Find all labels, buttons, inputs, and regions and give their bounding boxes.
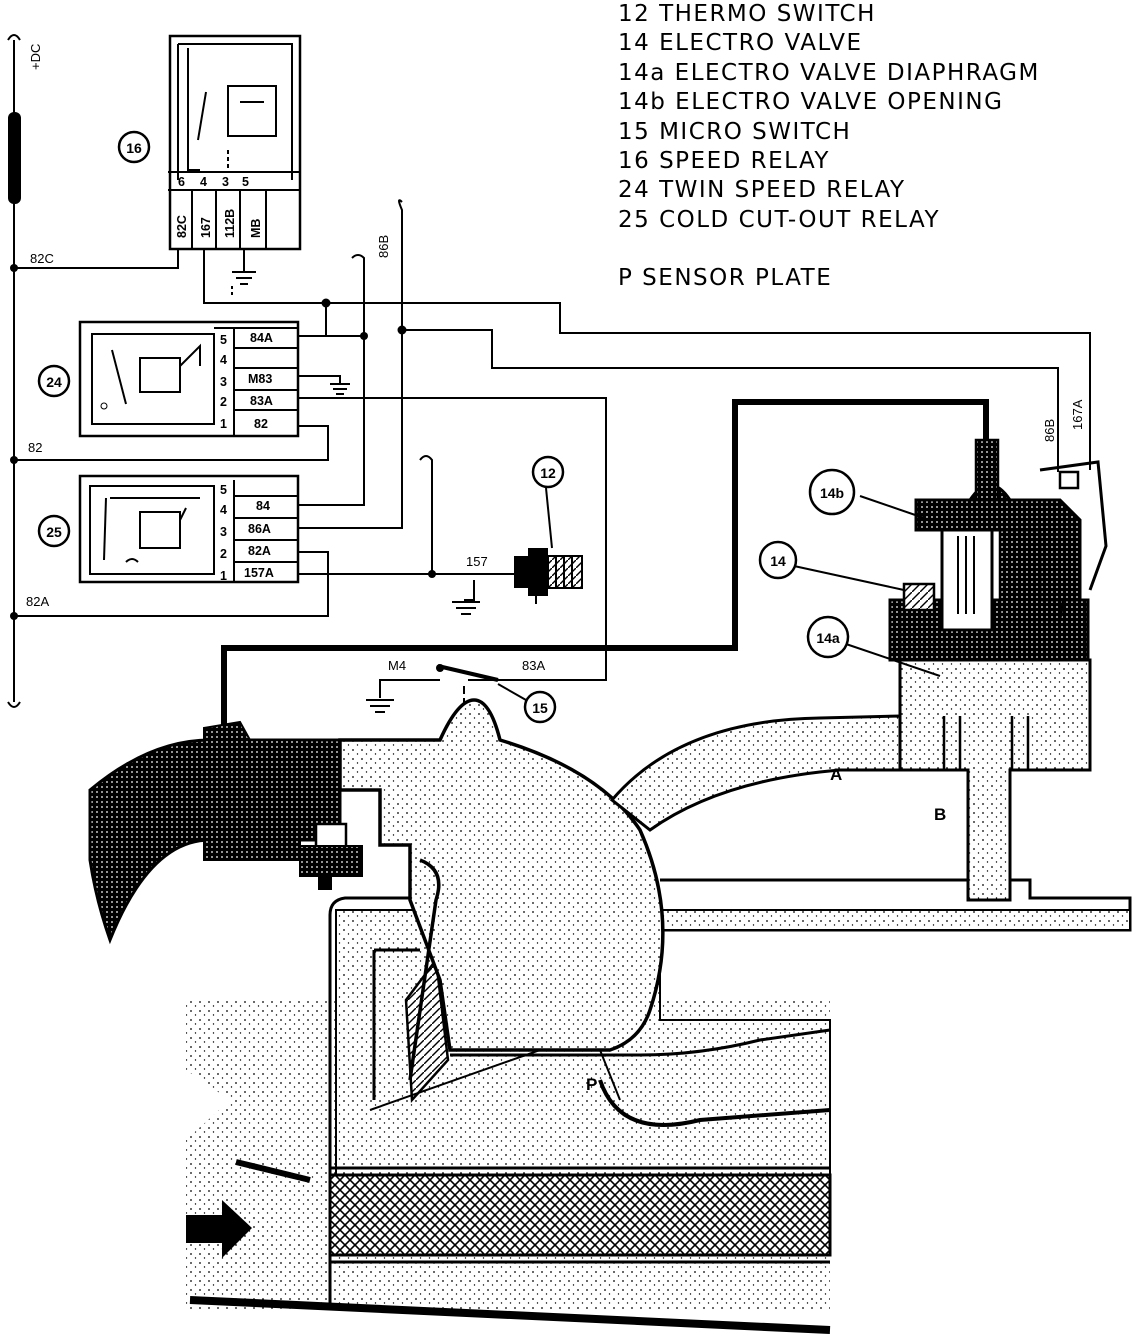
relay-16-terminal: MB <box>249 219 263 238</box>
relay-16-terminal: 112B <box>223 209 237 238</box>
legend-item: 12 THERMO SWITCH <box>618 1 876 27</box>
relay-16-terminal: 82C <box>175 215 189 238</box>
callout-16: 16 <box>126 140 142 156</box>
relay-25-pin: 1 <box>220 569 227 583</box>
relay-24-terminal: 84A <box>250 331 273 345</box>
supply-label: +DC <box>28 44 43 70</box>
legend-item: 24 TWIN SPEED RELAY <box>618 177 906 204</box>
relay-24-pin: 1 <box>220 417 227 431</box>
relay-16-pin: 5 <box>242 175 249 189</box>
inlet-arrow-icon <box>186 1200 252 1258</box>
wiring: 86B 86B 167A 157 M4 83A <box>14 199 1091 790</box>
legend-item: 16 SPEED RELAY <box>618 148 830 175</box>
relay-24-pin: 2 <box>220 395 227 409</box>
callout-24: 24 <box>46 374 62 390</box>
thermo-switch: 12 <box>514 455 583 604</box>
callout-15: 15 <box>532 700 548 716</box>
mechanical-section: P A B <box>88 438 1132 1334</box>
callout-14: 14 <box>770 553 786 569</box>
relay-16: 6 4 3 5 82C 167 112B MB 16 <box>117 34 302 298</box>
part-a: A <box>830 765 842 784</box>
callout-14b: 14b <box>820 485 844 501</box>
supply-rail: +DC 82C 82 82A <box>7 34 54 708</box>
legend-sensor: P SENSOR PLATE <box>618 265 833 292</box>
wire-label-167a: 167A <box>1070 399 1085 430</box>
relay-25-terminal: 157A <box>244 566 274 580</box>
wire-label-82c: 82C <box>30 251 54 266</box>
relay-24-terminal: 82 <box>254 417 268 431</box>
legend-item: 14b ELECTRO VALVE OPENING <box>618 89 1004 116</box>
legend-item: 25 COLD CUT-OUT RELAY <box>618 206 940 233</box>
relay-25-terminal: 84 <box>256 499 270 513</box>
micro-switch: 15 <box>436 664 557 724</box>
callout-14a: 14a <box>816 630 840 646</box>
relay-16-pin: 6 <box>178 175 185 189</box>
legend-item: 14a ELECTRO VALVE DIAPHRAGM <box>618 59 1040 86</box>
relay-25-pin: 2 <box>220 547 227 561</box>
fuse-icon <box>8 112 21 204</box>
legend-item: 15 MICRO SWITCH <box>618 118 852 145</box>
relay-24-pin: 4 <box>220 353 227 367</box>
wire-label-86b-right: 86B <box>1042 419 1057 442</box>
relay-24-pin: 5 <box>220 333 227 347</box>
part-b: B <box>934 805 946 824</box>
relay-24-pin: 3 <box>220 375 227 389</box>
callout-12: 12 <box>540 465 556 481</box>
wire-label-86b-top: 86B <box>376 235 391 258</box>
part-sensor: P <box>586 1075 597 1094</box>
relay-25-terminal: 82A <box>248 544 271 558</box>
callout-25: 25 <box>46 524 62 540</box>
wire-label-82a: 82A <box>26 594 49 609</box>
relay-25-pin: 3 <box>220 525 227 539</box>
relay-25-terminal: 86A <box>248 522 271 536</box>
wire-label-m4: M4 <box>388 658 406 673</box>
wire-label-83a: 83A <box>522 658 545 673</box>
relay-24: 5 4 3 2 1 84A M83 83A 82 24 <box>37 320 300 438</box>
legend: 12 THERMO SWITCH 14 ELECTRO VALVE 14a EL… <box>618 0 1040 294</box>
relay-16-pin: 4 <box>200 175 207 189</box>
relay-24-terminal: 83A <box>250 394 273 408</box>
wire-label-157: 157 <box>466 554 488 569</box>
relay-25: 5 4 3 2 1 84 86A 82A 157A 25 <box>37 474 300 584</box>
wire-label-82: 82 <box>28 440 42 455</box>
legend-item: 14 ELECTRO VALVE <box>618 30 863 57</box>
relay-25-pin: 5 <box>220 483 227 497</box>
relay-25-pin: 4 <box>220 503 227 517</box>
relay-16-pin: 3 <box>222 175 229 189</box>
relay-16-terminal: 167 <box>199 217 213 238</box>
relay-24-terminal: M83 <box>248 372 272 386</box>
